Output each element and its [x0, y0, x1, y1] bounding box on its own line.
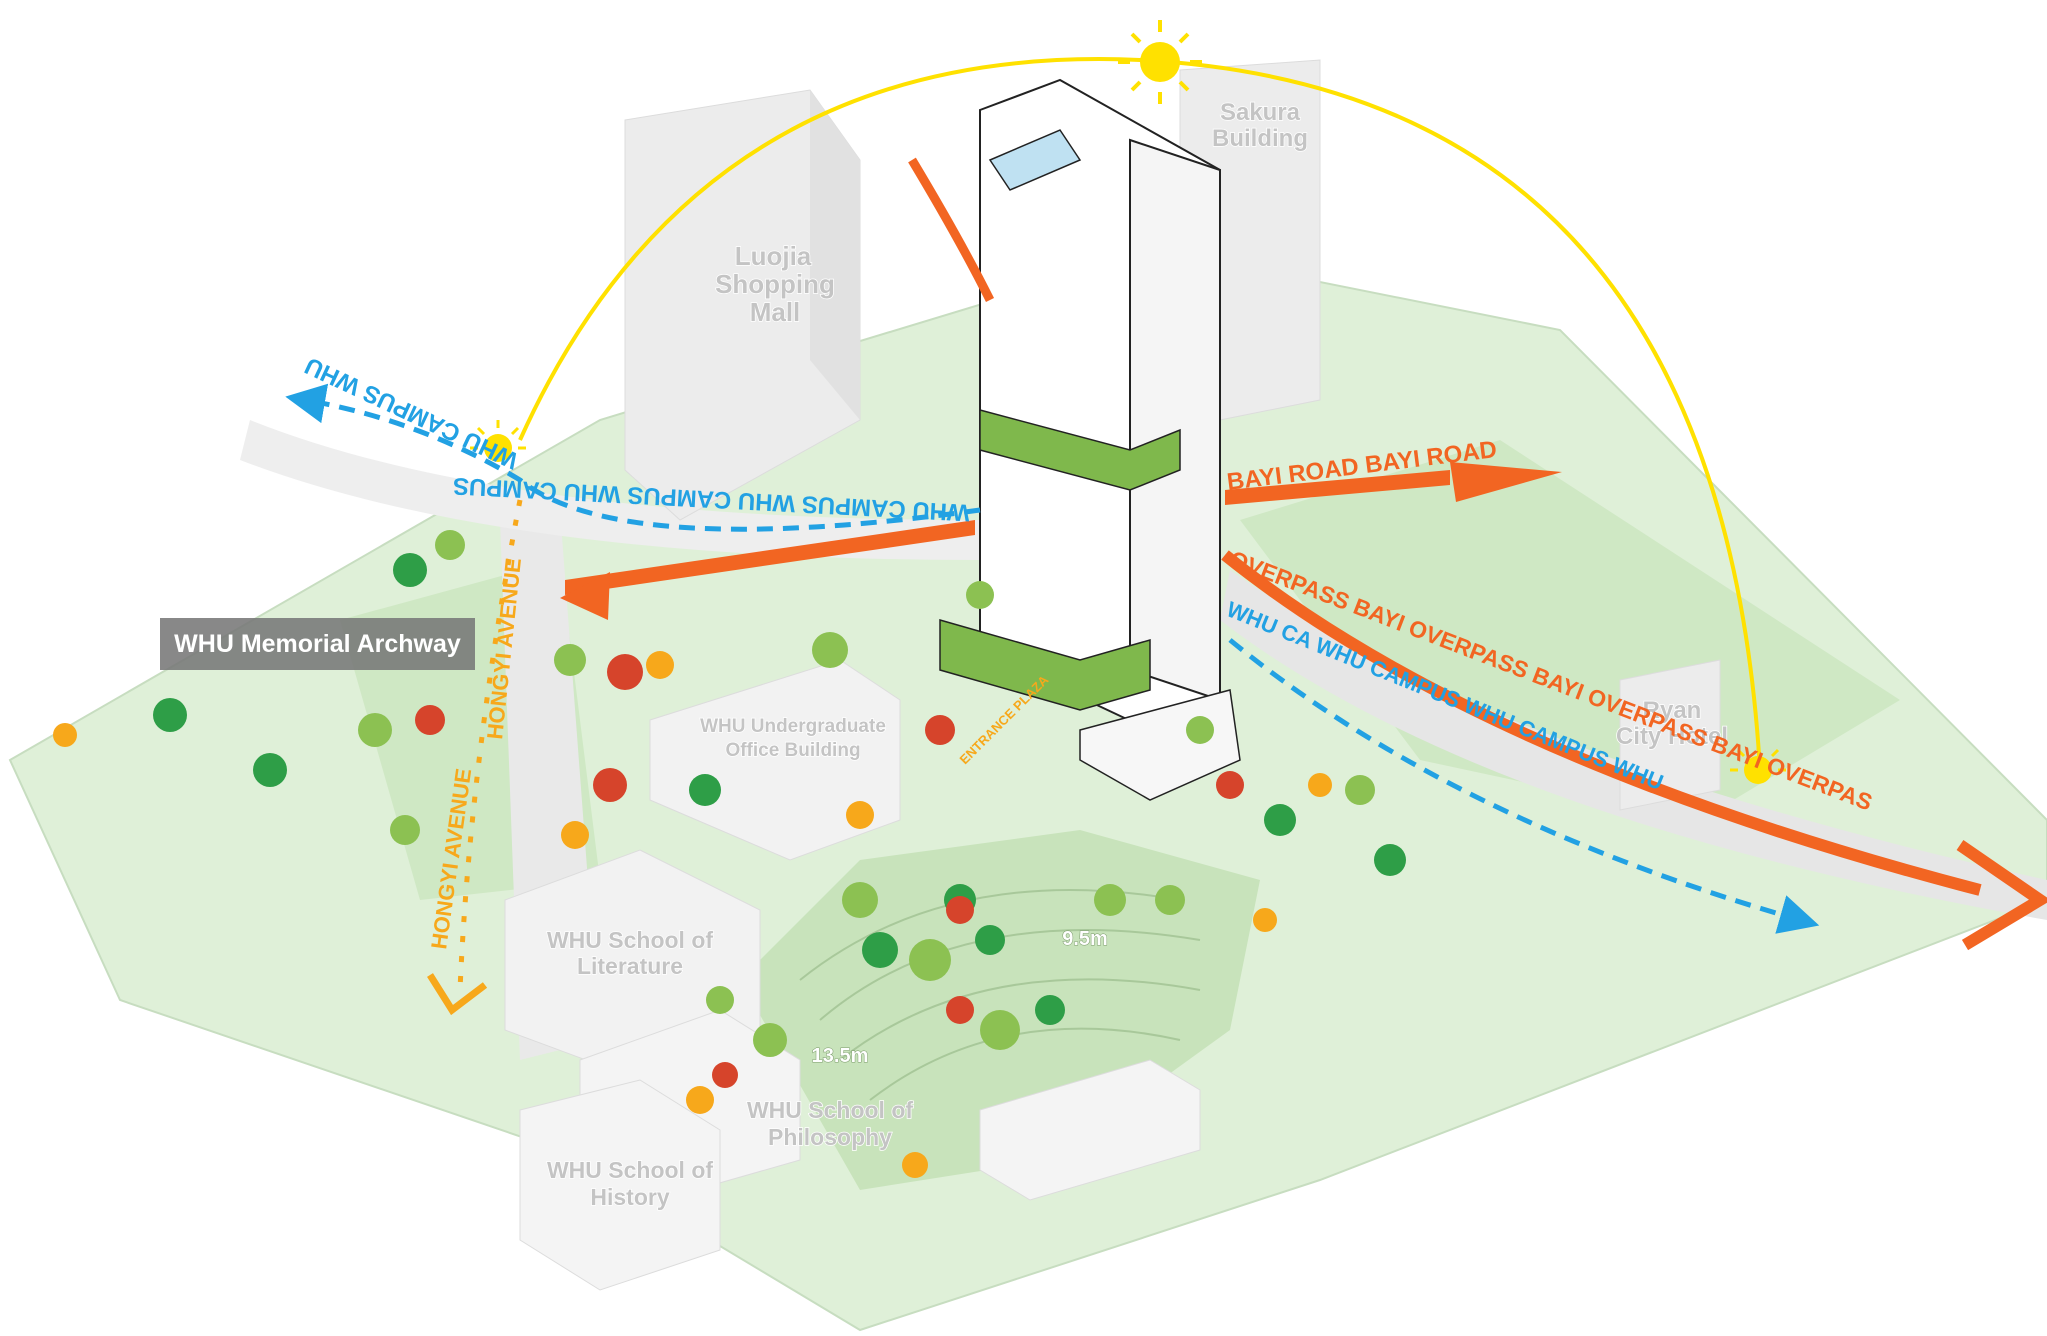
undergrad-office-label-1: WHU Undergraduate: [700, 716, 886, 737]
main-tower: [939, 78, 1241, 801]
ryan-hotel-label-1: Ryan: [1643, 697, 1702, 724]
overpass-arrow: [1956, 840, 2047, 951]
overpass-flow: [1221, 550, 1982, 896]
philosophy-label: WHU School of Philosophy: [746, 1096, 914, 1151]
whu-memorial-archway-label: WHU Memorial Archway: [160, 618, 475, 670]
history-label: WHU School of History: [546, 1156, 714, 1211]
elevation-label-low: 13.5m: [812, 1045, 869, 1067]
undergrad-office-label-2: Office Building: [725, 740, 860, 761]
sun-path-arc: [518, 57, 1762, 771]
ryan-hotel-label: Ryan City Hotel: [1615, 696, 1729, 751]
bayi-road-arrow-left: [560, 572, 610, 620]
bayi-road-dashes: [565, 470, 1450, 595]
luojia-mall-label-1: Luojia: [735, 241, 812, 271]
ryan-hotel-label-2: City Hotel: [1616, 723, 1728, 750]
luojia-mall-building: [624, 89, 861, 521]
side-building-right: [979, 1059, 1201, 1201]
sakura-label: Sakura Building: [1211, 98, 1308, 153]
history-label-1: WHU School of: [547, 1157, 713, 1183]
campus-road-upper: [240, 420, 980, 560]
luojia-mall-label-2: Shopping: [715, 269, 835, 299]
history-label-2: History: [590, 1184, 669, 1210]
literature-label-2: Literature: [577, 953, 683, 979]
overpass-deck: [1220, 570, 2047, 920]
hongyi-avenue-arrow: [427, 973, 488, 1016]
bayi-road-arrow-right: [1450, 462, 1562, 502]
sun-icon-left: [470, 420, 526, 462]
sakura-label-1: Sakura: [1220, 99, 1301, 126]
sun-icon-right: [1730, 742, 1786, 784]
philosophy-label-1: WHU School of: [747, 1097, 913, 1123]
luojia-mall-label-3: Mall: [750, 297, 801, 327]
overpass-upper-curve: [908, 157, 995, 303]
history-building: [519, 1079, 721, 1291]
whu-campus-flow-upper: [285, 383, 981, 532]
ryan-hotel-building: [1619, 659, 1721, 811]
literature-label-1: WHU School of: [547, 927, 713, 953]
sakura-label-2: Building: [1212, 125, 1308, 152]
undergrad-office-label: WHU Undergraduate Office Building: [699, 715, 886, 762]
sun-icon-top: [1118, 20, 1202, 104]
whu-campus-flow-lower: [1228, 638, 1820, 934]
trees: [53, 530, 1406, 1178]
literature-label: WHU School of Literature: [546, 926, 714, 980]
philosophy-label-2: Philosophy: [768, 1124, 892, 1150]
luojia-mall-label: Luojia Shopping Mall: [714, 240, 835, 328]
elevation-label-high: 9.5m: [1062, 928, 1108, 950]
